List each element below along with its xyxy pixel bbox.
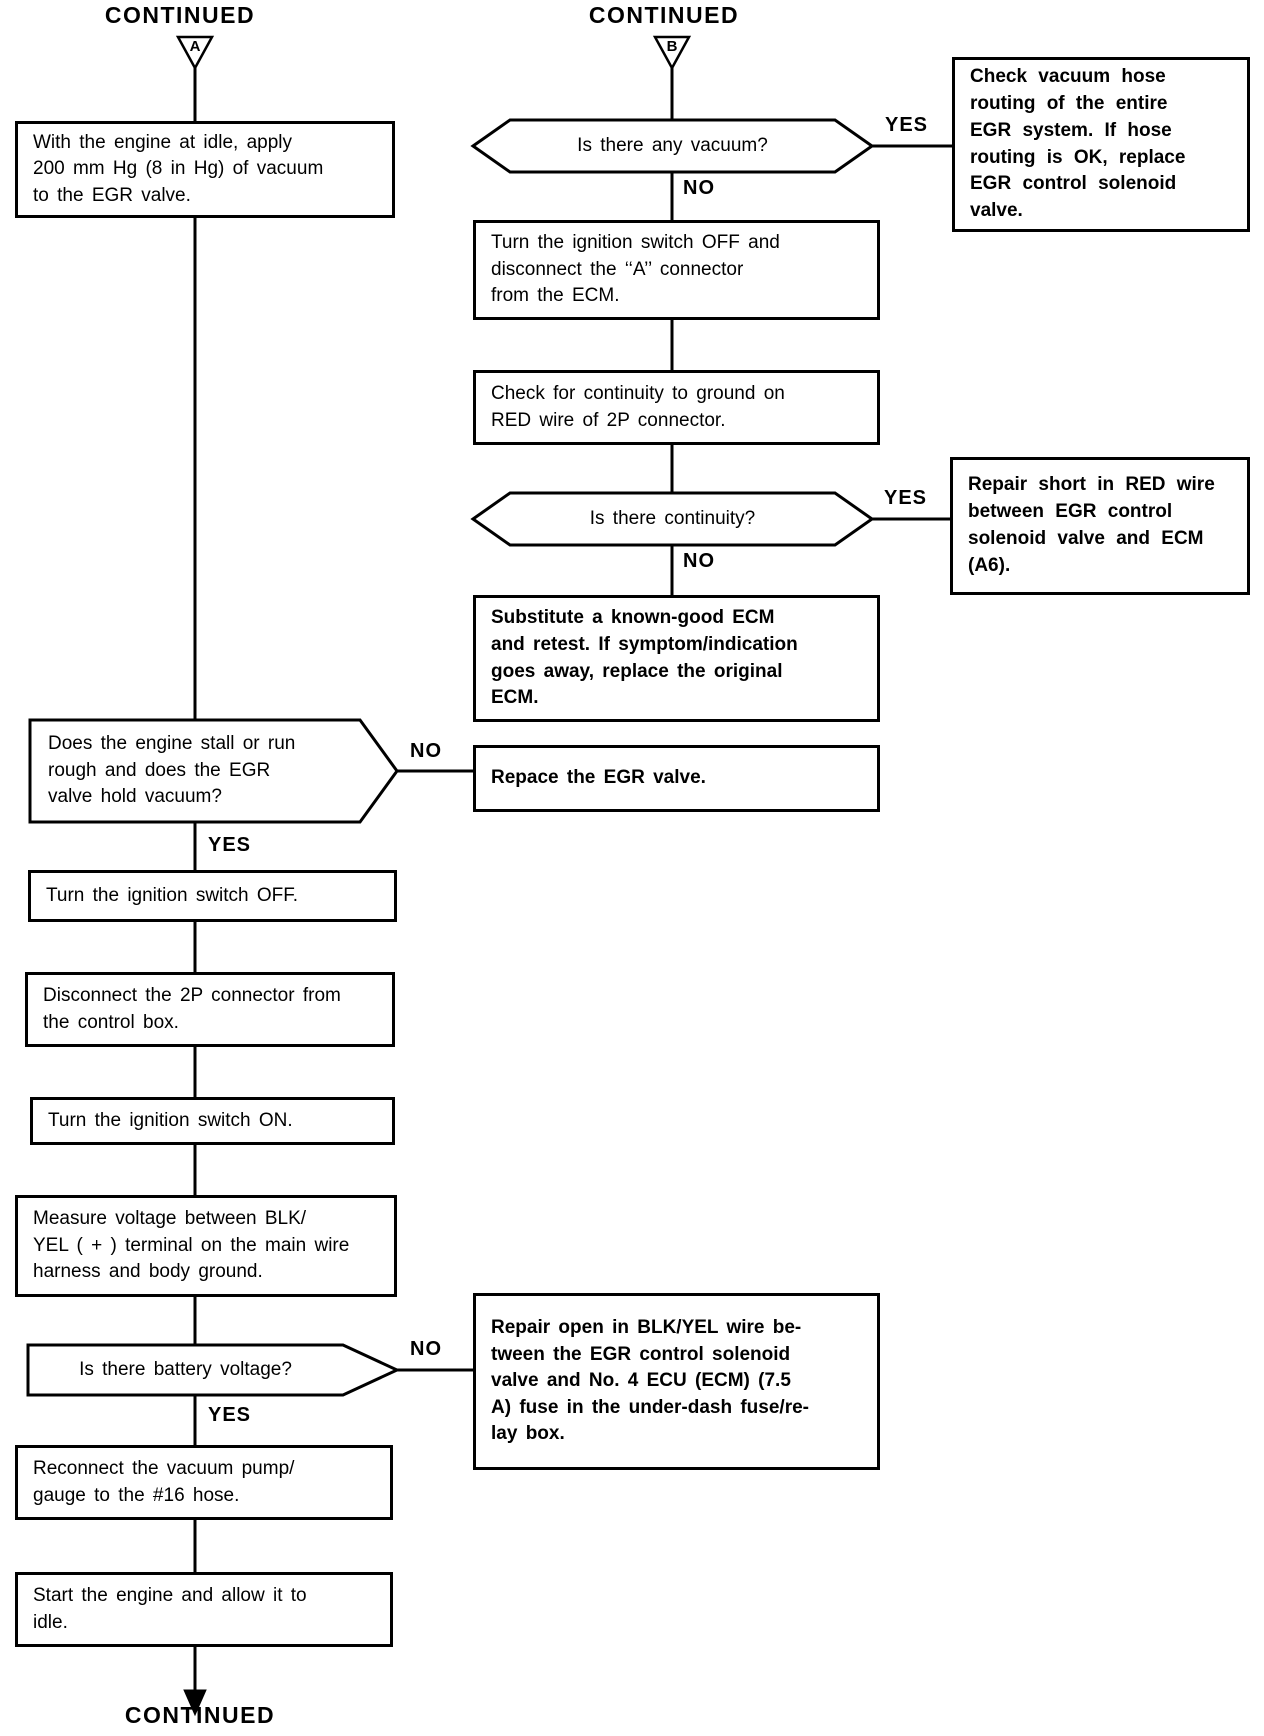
- decision-text-engine-stall: Does the engine stall or run rough and d…: [48, 732, 296, 808]
- result-box-replace-egr-valve: Repace the EGR valve.: [473, 745, 880, 812]
- decision-text-continuity: Is there continuity?: [589, 507, 756, 529]
- process-box-measure-voltage: Measure voltage between BLK/ YEL ( + ) t…: [15, 1195, 397, 1297]
- decision-shape-engine-stall: [28, 718, 399, 824]
- branch-label-battery-yes: YES: [208, 1404, 252, 1426]
- branch-label-stall-yes: YES: [208, 834, 252, 856]
- branch-label-vacuum-no: NO: [683, 177, 715, 199]
- decision-shape-any-vacuum: [470, 118, 875, 174]
- process-box-ignition-on: Turn the ignition switch ON.: [30, 1097, 395, 1145]
- branch-label-battery-no: NO: [410, 1338, 442, 1360]
- process-box-start-engine: Start the engine and allow it to idle.: [15, 1572, 393, 1647]
- result-box-check-hose-routing: Check vacuum hose routing of the entire …: [952, 57, 1250, 232]
- process-box-disconnect-2p: Disconnect the 2P connector from the con…: [25, 972, 395, 1047]
- continued-triangle-b: [652, 35, 692, 71]
- process-box-ignition-off: Turn the ignition switch OFF.: [28, 870, 397, 922]
- decision-shape-battery-voltage: [26, 1343, 401, 1397]
- continued-label-top-left: CONTINUED: [104, 2, 256, 28]
- result-box-repair-open: Repair open in BLK/YEL wire be- tween th…: [473, 1293, 880, 1470]
- result-box-substitute-ecm: Substitute a known-good ECM and retest. …: [473, 595, 880, 722]
- arrowhead-down-icon: [183, 1689, 207, 1717]
- branch-label-vacuum-yes: YES: [885, 114, 929, 136]
- branch-label-continuity-no: NO: [683, 550, 715, 572]
- connector-b-letter: B: [666, 38, 678, 55]
- result-box-repair-short: Repair short in RED wire between EGR con…: [950, 457, 1250, 595]
- connector-a-letter: A: [189, 38, 201, 55]
- process-box-reconnect-pump: Reconnect the vacuum pump/ gauge to the …: [15, 1445, 393, 1520]
- process-box-check-continuity: Check for continuity to ground on RED wi…: [473, 370, 880, 445]
- process-box-apply-vacuum: With the engine at idle, apply 200 mm Hg…: [15, 121, 395, 218]
- process-box-ignition-off-disconnect-a: Turn the ignition switch OFF and disconn…: [473, 220, 880, 320]
- decision-shape-continuity: [470, 491, 875, 547]
- branch-label-continuity-yes: YES: [884, 487, 928, 509]
- decision-text-battery-voltage: Is there battery voltage?: [79, 1358, 292, 1380]
- continued-label-bottom: CONTINUED: [124, 1702, 276, 1728]
- continued-label-top-right: CONTINUED: [588, 2, 740, 28]
- branch-label-stall-no: NO: [410, 740, 442, 762]
- decision-text-any-vacuum: Is there any vacuum?: [577, 134, 768, 156]
- continued-triangle-a: [175, 35, 215, 71]
